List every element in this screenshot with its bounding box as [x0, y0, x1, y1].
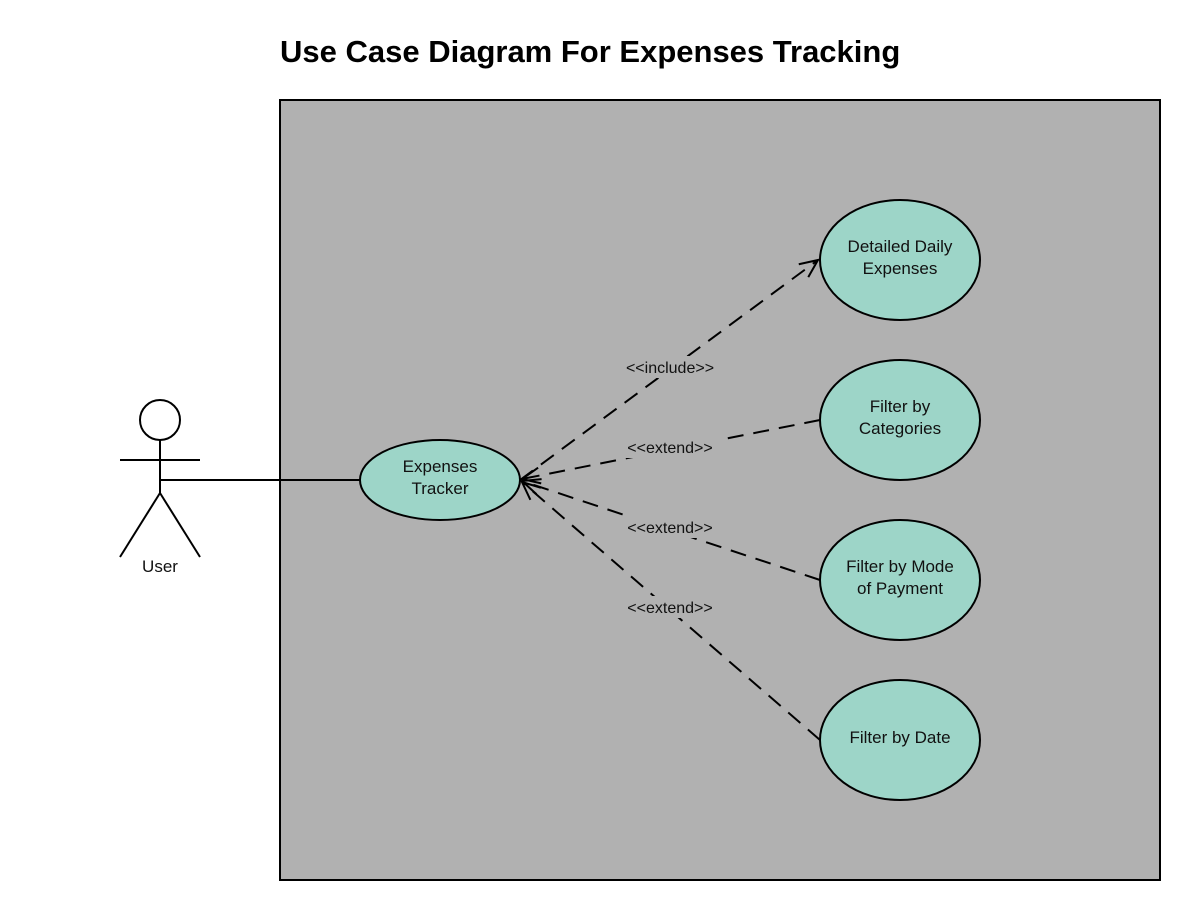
use-case-expenses-tracker: Expenses Tracker	[359, 439, 521, 521]
extend-label-date: <<extend>>	[627, 600, 712, 617]
use-case-label-line2: Categories	[859, 419, 941, 438]
include-label-group: <<include>>	[618, 356, 720, 378]
extend-label-payment: <<extend>>	[627, 520, 712, 537]
diagram-title: Use Case Diagram For Expenses Tracking	[280, 34, 901, 69]
use-case-filter-by-date: Filter by Date	[819, 679, 981, 801]
extend-label-categories: <<extend>>	[627, 440, 712, 457]
extend-label-group-date: <<extend>>	[620, 596, 720, 618]
actor-label: User	[142, 557, 178, 576]
use-case-label-line1: Expenses	[403, 457, 478, 476]
use-case-label: Filter by Date	[849, 728, 950, 747]
extend-label-group-categories: <<extend>>	[620, 436, 720, 458]
extend-label-group-payment: <<extend>>	[620, 516, 720, 538]
use-case-label-line2: Expenses	[863, 259, 938, 278]
stick-figure-icon	[119, 399, 201, 558]
use-case-detailed-daily-expenses: Detailed Daily Expenses	[819, 199, 981, 321]
include-label: <<include>>	[626, 360, 714, 377]
use-case-filter-by-mode-of-payment: Filter by Mode of Payment	[819, 519, 981, 641]
use-case-label-line2: of Payment	[857, 579, 943, 598]
use-case-filter-by-categories: Filter by Categories	[819, 359, 981, 481]
use-case-label-line1: Filter by Mode	[846, 557, 954, 576]
use-case-label-line1: Detailed Daily	[848, 237, 953, 256]
use-case-label-line1: Filter by	[870, 397, 931, 416]
user-actor: User	[119, 399, 201, 576]
use-case-label-line2: Tracker	[412, 479, 469, 498]
